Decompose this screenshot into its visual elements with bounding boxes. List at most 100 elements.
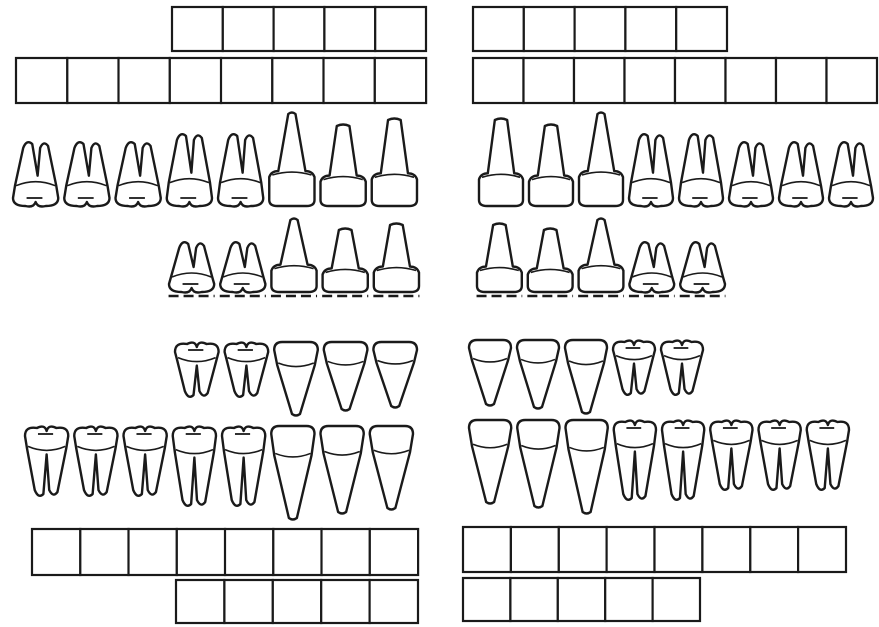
molar-tooth[interactable] [74,427,117,496]
molar-tooth[interactable] [124,427,167,496]
tooth-entry-box[interactable] [675,58,726,103]
incisor-lateral-tooth[interactable] [517,420,559,508]
tooth-entry-box[interactable] [524,58,575,103]
molar-tooth[interactable] [116,142,161,206]
incisor-central-tooth[interactable] [477,224,522,293]
tooth-entry-box[interactable] [67,58,118,103]
tooth-entry-box[interactable] [473,58,524,103]
tooth-entry-box[interactable] [463,527,511,572]
canine-tooth[interactable] [271,219,316,293]
tooth-entry-box[interactable] [272,58,323,103]
tooth-entry-box[interactable] [16,58,67,103]
tooth-entry-box[interactable] [324,58,375,103]
premolar-tooth[interactable] [662,421,704,500]
tooth-entry-box[interactable] [177,529,225,575]
canine-tooth[interactable] [271,426,314,520]
molar-tooth[interactable] [25,427,68,496]
molar-tooth[interactable] [710,421,752,490]
incisor-central-tooth[interactable] [469,340,511,406]
molar-tooth[interactable] [829,142,873,206]
tooth-entry-box[interactable] [273,580,321,623]
tooth-entry-box[interactable] [375,58,426,103]
premolar-tooth[interactable] [629,134,673,206]
tooth-entry-box[interactable] [750,527,798,572]
premolar-tooth[interactable] [614,421,656,500]
tooth-entry-box[interactable] [605,578,652,621]
premolar-tooth[interactable] [222,427,265,506]
tooth-entry-box[interactable] [221,58,272,103]
canine-tooth[interactable] [579,113,623,207]
tooth-entry-box[interactable] [119,58,170,103]
tooth-entry-box[interactable] [370,529,418,575]
tooth-entry-box[interactable] [558,578,605,621]
incisor-lateral-tooth[interactable] [528,229,573,293]
incisor-central-tooth[interactable] [373,342,417,408]
tooth-entry-box[interactable] [607,527,655,572]
molar-tooth[interactable] [64,142,109,206]
incisor-central-tooth[interactable] [372,119,417,207]
incisor-lateral-tooth[interactable] [324,342,368,411]
tooth-entry-box[interactable] [321,580,369,623]
molar-tooth[interactable] [629,242,674,292]
premolar-tooth[interactable] [173,427,216,506]
premolar-tooth[interactable] [218,134,263,206]
tooth-entry-box[interactable] [224,580,272,623]
tooth-entry-box[interactable] [473,7,524,51]
tooth-entry-box[interactable] [511,527,559,572]
tooth-entry-box[interactable] [726,58,777,103]
canine-tooth[interactable] [565,340,607,414]
canine-tooth[interactable] [566,420,608,514]
molar-tooth[interactable] [779,142,823,206]
tooth-entry-box[interactable] [80,529,128,575]
tooth-entry-box[interactable] [798,527,846,572]
tooth-entry-box[interactable] [370,580,418,623]
canine-tooth[interactable] [579,219,624,293]
tooth-entry-box[interactable] [274,7,325,51]
tooth-entry-box[interactable] [625,58,676,103]
incisor-lateral-tooth[interactable] [529,125,573,207]
tooth-entry-box[interactable] [129,529,177,575]
tooth-entry-box[interactable] [176,580,224,623]
tooth-entry-box[interactable] [170,58,221,103]
tooth-entry-box[interactable] [702,527,750,572]
tooth-entry-box[interactable] [776,58,827,103]
tooth-entry-box[interactable] [827,58,878,103]
premolar-tooth[interactable] [167,134,212,206]
tooth-entry-box[interactable] [625,7,676,51]
incisor-lateral-tooth[interactable] [321,426,364,514]
tooth-entry-box[interactable] [655,527,703,572]
tooth-entry-box[interactable] [510,578,557,621]
incisor-central-tooth[interactable] [374,224,419,293]
tooth-entry-box[interactable] [574,58,625,103]
molar-tooth[interactable] [729,142,773,206]
tooth-entry-box[interactable] [32,529,80,575]
incisor-central-tooth[interactable] [479,119,523,207]
tooth-entry-box[interactable] [172,7,223,51]
molar-tooth[interactable] [220,242,265,292]
molar-tooth[interactable] [169,242,214,292]
incisor-lateral-tooth[interactable] [321,125,366,207]
tooth-entry-box[interactable] [375,7,426,51]
tooth-entry-box[interactable] [273,529,321,575]
molar-tooth[interactable] [680,242,725,292]
tooth-entry-box[interactable] [676,7,727,51]
canine-tooth[interactable] [274,342,318,416]
tooth-entry-box[interactable] [463,578,510,621]
tooth-entry-box[interactable] [575,7,626,51]
tooth-entry-box[interactable] [653,578,700,621]
canine-tooth[interactable] [269,113,314,207]
tooth-entry-box[interactable] [324,7,375,51]
tooth-entry-box[interactable] [559,527,607,572]
molar-tooth[interactable] [13,142,58,206]
tooth-entry-box[interactable] [524,7,575,51]
tooth-entry-box[interactable] [225,529,273,575]
premolar-tooth[interactable] [679,134,723,206]
incisor-central-tooth[interactable] [370,426,413,510]
incisor-central-tooth[interactable] [469,420,511,504]
molar-tooth[interactable] [759,421,801,490]
incisor-lateral-tooth[interactable] [517,340,559,409]
molar-tooth[interactable] [807,421,849,490]
tooth-entry-box[interactable] [322,529,370,575]
tooth-entry-box[interactable] [223,7,274,51]
incisor-lateral-tooth[interactable] [323,229,368,293]
